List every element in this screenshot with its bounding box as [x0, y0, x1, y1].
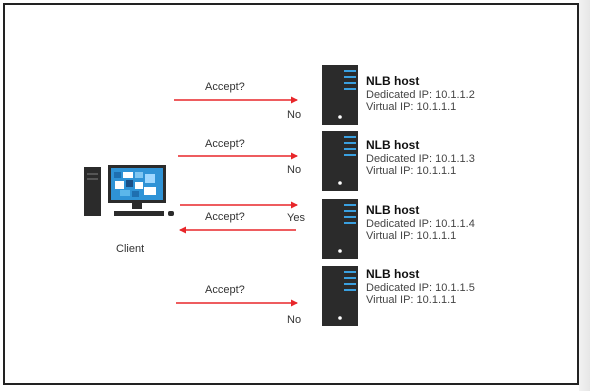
- host-4-virtual-ip: Virtual IP: 10.1.1.1: [366, 294, 457, 307]
- host-2-dedicated-ip: Dedicated IP: 10.1.1.3: [366, 152, 475, 165]
- page-edge-shade: [579, 0, 590, 391]
- desktop-computer-icon: [84, 165, 174, 216]
- host-2-reply: No: [287, 164, 302, 176]
- host-4-dedicated-ip: Dedicated IP: 10.1.1.5: [366, 281, 475, 294]
- host-2-title: NLB host: [366, 138, 420, 152]
- host-2-server: [322, 131, 358, 196]
- arrow-label-1: Accept?: [205, 81, 245, 93]
- server-icon: [322, 131, 358, 191]
- arrow-label-3: Accept?: [205, 211, 245, 223]
- host-2-virtual-ip: Virtual IP: 10.1.1.1: [366, 165, 457, 178]
- client-computer: [84, 165, 179, 225]
- server-icon: [322, 266, 358, 326]
- host-1-title: NLB host: [366, 74, 420, 88]
- host-4-info: NLB host Dedicated IP: 10.1.1.5 Virtual …: [366, 267, 475, 307]
- host-1-server: [322, 65, 358, 130]
- host-2-info: NLB host Dedicated IP: 10.1.1.3 Virtual …: [366, 138, 475, 178]
- host-3-dedicated-ip: Dedicated IP: 10.1.1.4: [366, 217, 475, 230]
- host-1-info: NLB host Dedicated IP: 10.1.1.2 Virtual …: [366, 74, 475, 114]
- host-3-info: NLB host Dedicated IP: 10.1.1.4 Virtual …: [366, 203, 475, 243]
- host-1-dedicated-ip: Dedicated IP: 10.1.1.2: [366, 88, 475, 101]
- client-label: Client: [116, 243, 145, 255]
- host-4-title: NLB host: [366, 267, 420, 281]
- host-1-reply: No: [287, 109, 302, 121]
- host-3-title: NLB host: [366, 203, 420, 217]
- arrow-label-4: Accept?: [205, 284, 245, 296]
- server-icon: [322, 199, 358, 259]
- host-3-server: [322, 199, 358, 264]
- host-3-reply: Yes: [287, 212, 305, 224]
- host-3-virtual-ip: Virtual IP: 10.1.1.1: [366, 230, 457, 243]
- arrow-label-2: Accept?: [205, 138, 245, 150]
- host-4-server: [322, 266, 358, 331]
- host-1-virtual-ip: Virtual IP: 10.1.1.1: [366, 101, 457, 114]
- server-icon: [322, 65, 358, 125]
- host-4-reply: No: [287, 314, 302, 326]
